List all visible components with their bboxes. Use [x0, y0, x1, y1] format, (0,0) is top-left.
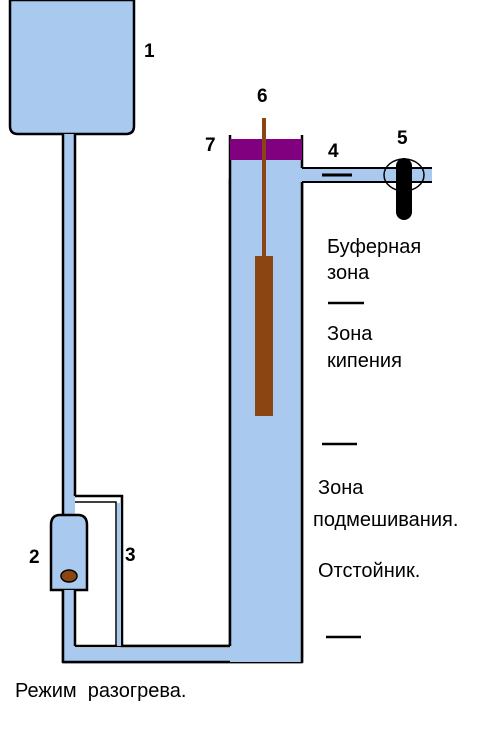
label-7: 7: [205, 135, 216, 156]
bypass-tube: [75, 495, 123, 646]
boiling-zone-label-1: Зона: [327, 323, 373, 345]
heater-element: [255, 256, 273, 416]
label-6: 6: [257, 86, 268, 107]
valve-ball: [60, 569, 78, 583]
reservoir-tank: [8, 0, 136, 136]
mode-caption: Режим разогрева.: [15, 680, 187, 702]
label-3: 3: [125, 545, 136, 566]
label-5: 5: [397, 128, 408, 149]
outlet-pipe: [302, 168, 432, 182]
thermometer: [396, 158, 412, 220]
valve-body: [49, 513, 89, 592]
buffer-zone-label-2: зона: [327, 262, 370, 284]
buffer-zone-label-1: Буферная: [327, 236, 422, 258]
label-1: 1: [144, 41, 155, 62]
boiling-zone-label-2: кипения: [327, 350, 402, 372]
label-2: 2: [29, 547, 40, 568]
mixing-zone-label-2: подмешивания.: [313, 509, 459, 531]
label-4: 4: [328, 141, 339, 162]
mixing-zone-label-1: Зона: [318, 477, 364, 499]
settler-label: Отстойник.: [318, 560, 421, 582]
